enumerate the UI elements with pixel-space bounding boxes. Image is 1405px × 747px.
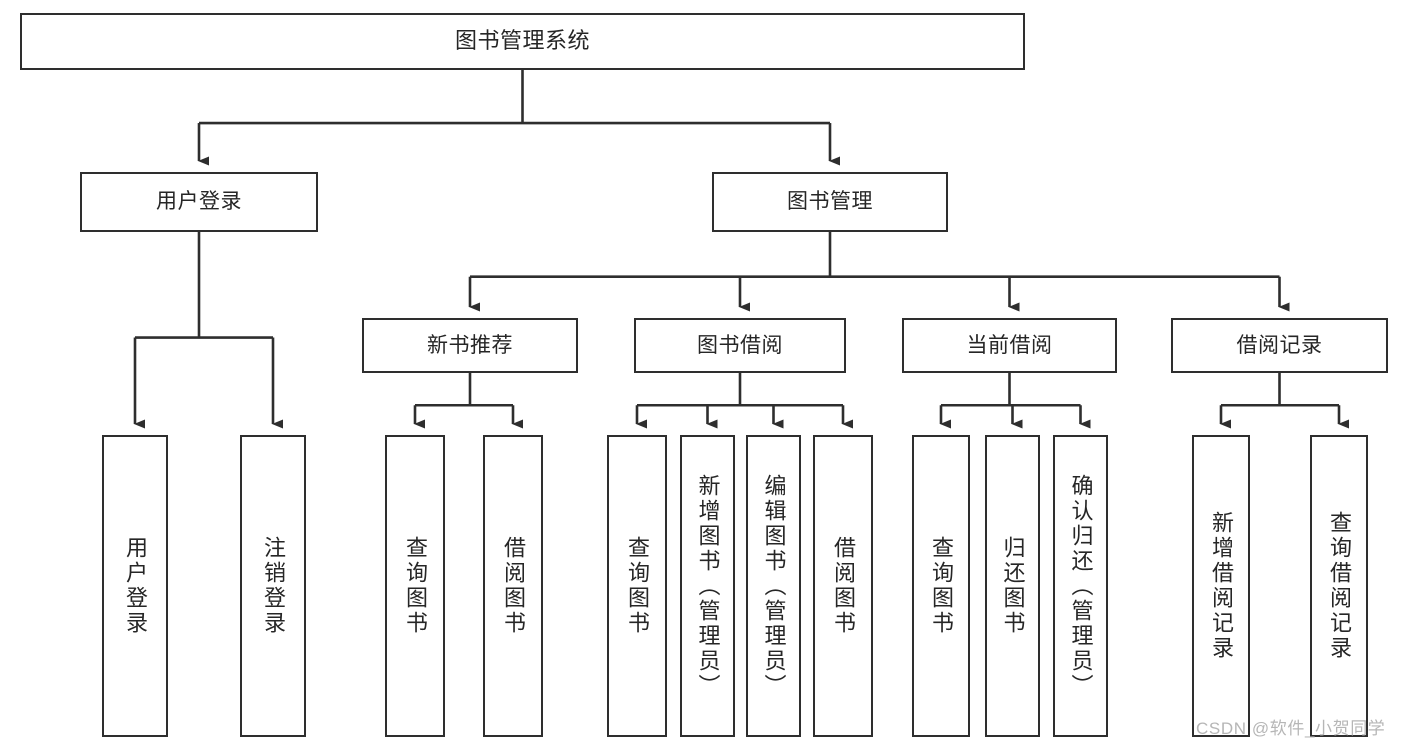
node-label: 借阅图书 [501, 536, 526, 636]
node-label: 借阅图书 [831, 536, 856, 636]
node-n1[interactable]: 查询图书 [385, 435, 445, 737]
node-label: 新增借阅记录 [1209, 511, 1234, 661]
node-label: 新增图书（管理员） [695, 473, 721, 699]
node-l2[interactable]: 注销登录 [240, 435, 306, 737]
node-label: 查询图书 [403, 536, 428, 636]
node-label: 新书推荐 [427, 333, 513, 357]
node-b2[interactable]: 新增图书（管理员） [680, 435, 735, 737]
node-label: 图书管理系统 [454, 28, 590, 54]
node-c3[interactable]: 确认归还（管理员） [1053, 435, 1108, 737]
node-label: 图书借阅 [697, 333, 783, 357]
node-c2[interactable]: 归还图书 [985, 435, 1040, 737]
node-label: 借阅记录 [1236, 333, 1323, 357]
node-label: 注销登录 [261, 536, 286, 636]
node-r2[interactable]: 查询借阅记录 [1310, 435, 1368, 737]
node-label: 查询图书 [625, 536, 650, 636]
node-n2[interactable]: 借阅图书 [483, 435, 543, 737]
node-label: 用户登录 [156, 190, 242, 214]
node-r1[interactable]: 新增借阅记录 [1192, 435, 1250, 737]
csdn-watermark: CSDN @软件_小贺同学 [1196, 719, 1386, 738]
node-label: 当前借阅 [966, 333, 1053, 357]
node-label: 确认归还（管理员） [1068, 473, 1094, 699]
node-root[interactable]: 图书管理系统 [20, 13, 1025, 70]
node-b4[interactable]: 借阅图书 [813, 435, 873, 737]
node-b1[interactable]: 查询图书 [607, 435, 667, 737]
node-label: 归还图书 [1000, 536, 1026, 636]
node-label: 查询借阅记录 [1327, 511, 1352, 661]
node-login[interactable]: 用户登录 [80, 172, 318, 232]
node-l1[interactable]: 用户登录 [102, 435, 168, 737]
node-records[interactable]: 借阅记录 [1171, 318, 1388, 373]
node-label: 编辑图书（管理员） [761, 473, 787, 699]
node-label: 查询图书 [929, 536, 954, 636]
node-borrow[interactable]: 图书借阅 [634, 318, 846, 373]
node-label: 用户登录 [123, 536, 148, 636]
node-label: 图书管理 [787, 190, 873, 214]
node-bookmgmt[interactable]: 图书管理 [712, 172, 948, 232]
node-current[interactable]: 当前借阅 [902, 318, 1117, 373]
node-c1[interactable]: 查询图书 [912, 435, 970, 737]
node-b3[interactable]: 编辑图书（管理员） [746, 435, 801, 737]
node-newbook[interactable]: 新书推荐 [362, 318, 578, 373]
